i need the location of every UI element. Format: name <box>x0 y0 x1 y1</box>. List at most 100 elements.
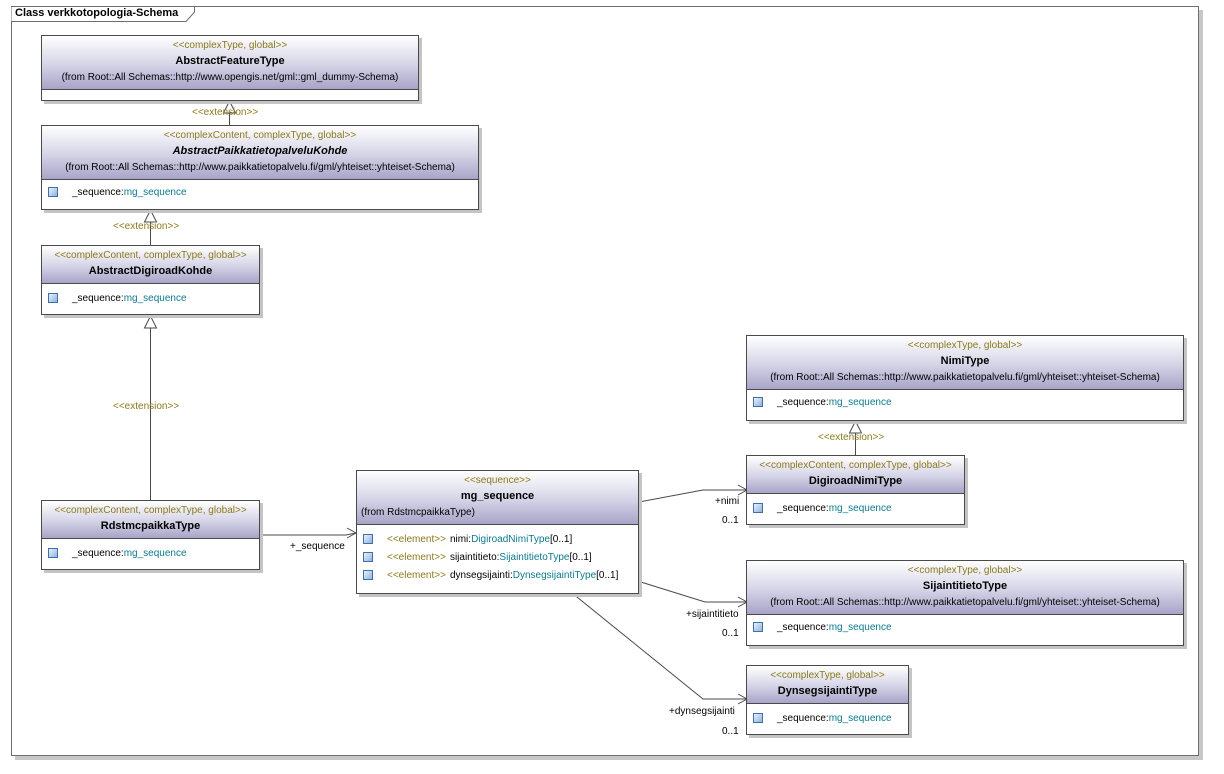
class-name: AbstractPaikkatietopalveluKohde <box>172 145 348 157</box>
class-package-origin: (from Root::All Schemas::http://www.paik… <box>770 597 1160 608</box>
generalization-arrowhead <box>143 314 158 329</box>
attribute-type: mg_sequence <box>123 547 187 559</box>
class-stereotype: <<complexContent, complexType, global>> <box>54 250 247 261</box>
class-name: DigiroadNimiType <box>808 475 903 487</box>
element-name: dynsegsijainti: <box>449 569 513 581</box>
attribute-name: _sequence: <box>72 186 124 198</box>
element-multiplicity: [0..1] <box>569 551 592 563</box>
class-header: <<complexType, global>> DynsegsijaintiTy… <box>747 666 908 704</box>
class-header: <<complexType, global>> NimiType (from R… <box>747 336 1183 390</box>
frame-tab-outline <box>11 6 195 22</box>
class-header: <<complexContent, complexType, global>> … <box>42 501 259 539</box>
element-row-nimi[interactable]: <<element>> nimi: DigiroadNimiType [0..1… <box>357 530 638 548</box>
class-name: AbstractDigiroadKohde <box>88 265 213 277</box>
extension-label: <<extension>> <box>113 221 180 232</box>
class-name: RdstmcpaikkaType <box>100 520 201 532</box>
attribute-row[interactable]: _sequence: mg_sequence <box>747 499 964 517</box>
class-dynsegsijainti-type[interactable]: <<complexType, global>> DynsegsijaintiTy… <box>746 665 909 735</box>
attribute-row[interactable]: _sequence: mg_sequence <box>747 709 908 727</box>
element-name: nimi: <box>449 533 472 545</box>
extension-label: <<extension>> <box>818 432 885 443</box>
role-label-sequence: +_sequence <box>290 541 345 552</box>
multiplicity-label-sijaintitieto: 0..1 <box>722 628 739 639</box>
association-line <box>260 532 357 536</box>
element-type: DynsegsijaintiType <box>512 569 597 581</box>
class-nimi-type[interactable]: <<complexType, global>> NimiType (from R… <box>746 335 1184 421</box>
attribute-name: _sequence: <box>777 502 829 514</box>
class-mg-sequence[interactable]: <<sequence>> mg_sequence (from Rdstmcpai… <box>356 470 639 594</box>
class-name: SijaintitietoType <box>922 580 1008 592</box>
attribute-icon <box>753 713 763 723</box>
attribute-compartment: _sequence: mg_sequence <box>747 615 1183 638</box>
attribute-name: _sequence: <box>72 292 124 304</box>
class-header: <<complexContent, complexType, global>> … <box>42 246 259 284</box>
class-sijaintitieto-type[interactable]: <<complexType, global>> SijaintitietoTyp… <box>746 560 1184 646</box>
class-stereotype: <<complexContent, complexType, global>> <box>54 505 247 516</box>
attribute-type: mg_sequence <box>828 502 892 514</box>
element-row-sijaintitieto[interactable]: <<element>> sijaintitieto: Sijaintitieto… <box>357 548 638 566</box>
role-label-sijaintitieto: +sijaintitieto <box>686 609 739 620</box>
class-name: AbstractFeatureType <box>175 55 285 67</box>
class-stereotype: <<complexType, global>> <box>770 670 885 681</box>
class-stereotype: <<complexType, global>> <box>907 340 1023 351</box>
class-abstract-feature-type[interactable]: <<complexType, global>> AbstractFeatureT… <box>41 35 419 101</box>
class-name: DynsegsijaintiType <box>777 685 878 697</box>
class-header: <<complexContent, complexType, global>> … <box>747 456 964 494</box>
attribute-name: _sequence: <box>72 547 124 559</box>
element-icon <box>363 570 373 580</box>
attribute-compartment: _sequence: mg_sequence <box>747 704 908 729</box>
multiplicity-label-dynsegsijainti: 0..1 <box>722 726 739 737</box>
attribute-type: mg_sequence <box>123 186 187 198</box>
association-line <box>638 489 747 503</box>
class-header: <<complexContent, complexType, global>> … <box>42 126 478 180</box>
class-header: <<complexType, global>> SijaintitietoTyp… <box>747 561 1183 615</box>
class-package-origin: (from Root::All Schemas::http://www.paik… <box>65 162 455 173</box>
element-compartment: <<element>> nimi: DigiroadNimiType [0..1… <box>357 525 638 586</box>
attribute-type: mg_sequence <box>828 396 892 408</box>
role-label-nimi: +nimi <box>715 496 740 507</box>
element-icon <box>363 534 373 544</box>
element-stereotype: <<element>> <box>387 533 446 545</box>
association-line <box>571 592 747 700</box>
class-rdstmcpaikka-type[interactable]: <<complexContent, complexType, global>> … <box>41 500 260 570</box>
attribute-row[interactable]: _sequence: mg_sequence <box>42 289 259 307</box>
attribute-row[interactable]: _sequence: mg_sequence <box>42 183 478 201</box>
element-type: DigiroadNimiType <box>471 533 550 545</box>
class-abstract-digiroad-kohde[interactable]: <<complexContent, complexType, global>> … <box>41 245 260 315</box>
class-abstract-paikkatietopalvelu-kohde[interactable]: <<complexContent, complexType, global>> … <box>41 125 479 210</box>
attribute-row[interactable]: _sequence: mg_sequence <box>747 393 1183 411</box>
attribute-icon <box>753 622 763 632</box>
class-stereotype: <<complexContent, complexType, global>> <box>759 460 952 471</box>
attribute-row[interactable]: _sequence: mg_sequence <box>42 544 259 562</box>
class-header: <<sequence>> mg_sequence (from Rdstmcpai… <box>357 471 638 525</box>
attribute-icon <box>48 293 58 303</box>
role-label-dynsegsijainti: +dynsegsijainti <box>669 706 735 717</box>
element-multiplicity: [0..1] <box>549 533 573 545</box>
class-digiroad-nimi-type[interactable]: <<complexContent, complexType, global>> … <box>746 455 965 525</box>
class-name: NimiType <box>940 355 990 367</box>
class-header: <<complexType, global>> AbstractFeatureT… <box>42 36 418 90</box>
attribute-type: mg_sequence <box>828 621 892 633</box>
element-stereotype: <<element>> <box>387 569 446 581</box>
attribute-compartment: _sequence: mg_sequence <box>42 284 259 309</box>
element-stereotype: <<element>> <box>387 551 446 563</box>
frame-title: Class verkkotopologia-Schema <box>15 7 179 19</box>
class-package-origin: (from Root::All Schemas::http://www.open… <box>61 72 399 83</box>
attribute-name: _sequence: <box>777 621 829 633</box>
attribute-compartment: _sequence: mg_sequence <box>747 494 964 519</box>
element-row-dynsegsijainti[interactable]: <<element>> dynsegsijainti: Dynsegsijain… <box>357 566 638 584</box>
extension-label: <<extension>> <box>192 107 259 118</box>
attribute-type: mg_sequence <box>123 292 187 304</box>
multiplicity-label-nimi: 0..1 <box>722 515 739 526</box>
class-stereotype: <<complexType, global>> <box>907 565 1023 576</box>
attribute-icon <box>48 187 58 197</box>
attribute-row[interactable]: _sequence: mg_sequence <box>747 618 1183 636</box>
attribute-name: _sequence: <box>777 396 829 408</box>
generalization-arrowhead <box>848 419 863 434</box>
extension-label: <<extension>> <box>113 401 180 412</box>
attribute-name: _sequence: <box>777 712 829 724</box>
element-multiplicity: [0..1] <box>596 569 619 581</box>
generalization-arrowhead <box>143 208 158 223</box>
class-stereotype: <<complexContent, complexType, global>> <box>163 130 357 141</box>
